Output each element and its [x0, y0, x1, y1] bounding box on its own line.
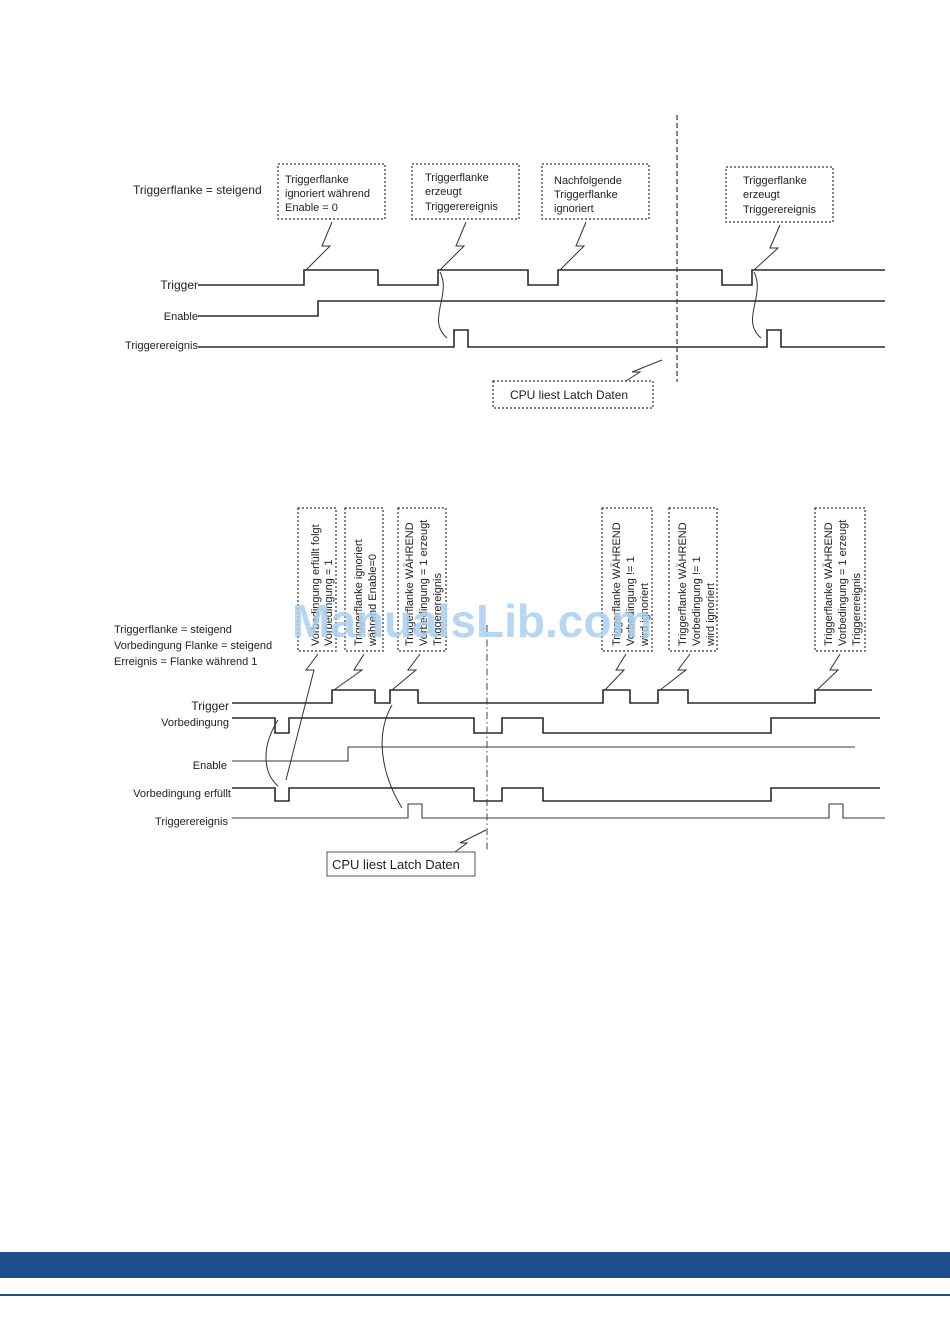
- d2-note-3-line-1: Triggerflanke WÄHREND: [404, 522, 416, 646]
- d2-note-5-line-3: wird ignoriert: [705, 583, 717, 647]
- d2-cause-arrow-2: [381, 704, 403, 809]
- d2-note-3: [397, 507, 447, 652]
- d1-cpu-note: [492, 380, 654, 409]
- d1-enable-wave: [198, 300, 885, 317]
- d2-note-1-line-1: Vorbedingung erfüllt folgt: [310, 524, 322, 646]
- d2-cause-arrow-1: [265, 719, 279, 787]
- d1-note-1: [277, 163, 386, 220]
- d1-note-1-line-2: ignoriert während: [285, 188, 370, 200]
- d1-note-3-line-2: Triggerflanke: [554, 189, 618, 201]
- d2-note-3-line-3: Triggerereignis: [432, 573, 444, 646]
- footer-line: [0, 1294, 950, 1296]
- d1-note-2-line-1: Triggerflanke: [425, 172, 489, 184]
- d1-label-triggerereignis: Triggerereignis: [125, 340, 198, 352]
- d2-note-2-line-1: Triggerflanke ignoriert: [353, 539, 365, 646]
- timing-diagrams: Triggerflanke = steigend Trigger Enable …: [114, 115, 885, 877]
- d1-condition: Triggerflanke = steigend: [133, 183, 262, 197]
- d1-note-3: [541, 163, 650, 220]
- d2-note-6-line-2: Vorbedingung = 1 erzeugt: [837, 520, 849, 646]
- d1-pointer-3: [559, 221, 587, 271]
- d2-note-6: [814, 507, 866, 652]
- d2-cpu-note-text: CPU liest Latch Daten: [332, 857, 460, 872]
- d1-note-2-line-2: erzeugt: [425, 186, 462, 198]
- d1-pointer-4: [753, 224, 781, 271]
- d2-pointer-cpu: [454, 829, 487, 853]
- d1-note-1-line-3: Enable = 0: [285, 202, 338, 214]
- d2-note-3-line-2: Vorbedingung = 1 erzeugt: [418, 520, 430, 646]
- d2-condition-3: Erreignis = Flanke während 1: [114, 656, 257, 668]
- d2-note-5: [668, 507, 718, 652]
- d2-condition-1: Triggerflanke = steigend: [114, 624, 232, 636]
- footer-bar: [0, 1252, 950, 1278]
- d2-vorbedingung-erfuellt-wave: [232, 787, 880, 802]
- d2-label-vorbedingung: Vorbedingung: [161, 717, 229, 729]
- d2-cpu-note: [326, 851, 476, 877]
- d2-note-4-line-1: Triggerflanke WÄHREND: [611, 522, 623, 646]
- d1-cause-arrow-2: [751, 271, 762, 339]
- diagram-2: Triggerflanke = steigend Vorbedingung Fl…: [114, 507, 885, 877]
- d2-note-4-line-2: Vorbedingung != 1: [625, 556, 637, 646]
- d1-cpu-note-text: CPU liest Latch Daten: [510, 388, 628, 402]
- d2-event-wave: [232, 803, 885, 819]
- d2-note-4: [601, 507, 653, 652]
- d1-note-4-line-1: Triggerflanke: [743, 175, 807, 187]
- d1-trigger-wave: [198, 269, 885, 286]
- d1-note-2: [411, 163, 520, 220]
- d2-note-2-line-2: während Enable=0: [367, 554, 379, 647]
- d1-note-2-line-3: Triggerereignis: [425, 201, 498, 213]
- d2-label-triggerereignis: Triggerereignis: [155, 816, 228, 828]
- d1-note-3-line-3: ignoriert: [554, 203, 594, 215]
- d2-pointer-2: [333, 653, 365, 691]
- d1-pointer-2: [439, 221, 467, 271]
- d2-pointer-6: [816, 653, 841, 691]
- d1-pointer-cpu: [625, 359, 663, 382]
- d2-pointer-5: [659, 653, 691, 691]
- d1-label-enable: Enable: [164, 311, 198, 323]
- d2-pointer-4: [604, 653, 627, 691]
- d2-note-6-line-3: Triggerereignis: [851, 573, 863, 646]
- d2-trigger-wave: [232, 689, 872, 704]
- d1-note-4-line-2: erzeugt: [743, 189, 780, 201]
- d1-label-trigger: Trigger: [160, 278, 198, 292]
- d2-note-2: [344, 507, 384, 652]
- d2-enable-wave: [232, 746, 855, 762]
- d2-note-1-line-2: Vorbedingung = 1: [323, 559, 335, 646]
- d2-condition-2: Vorbedingung Flanke = steigend: [114, 640, 272, 652]
- d2-label-vorbedingung-erfuellt: Vorbedingung erfüllt: [133, 788, 231, 800]
- d1-note-3-line-1: Nachfolgende: [554, 175, 622, 187]
- d1-note-4-line-3: Triggerereignis: [743, 204, 816, 216]
- d1-event-wave: [198, 329, 885, 348]
- d2-note-1: [297, 507, 337, 652]
- d2-vorbedingung-wave: [232, 717, 880, 734]
- d1-cause-arrow-1: [437, 271, 448, 339]
- d1-note-1-line-1: Triggerflanke: [285, 174, 349, 186]
- d2-note-5-line-1: Triggerflanke WÄHREND: [677, 522, 689, 646]
- d2-note-4-line-3: wird ignoriert: [639, 583, 651, 647]
- d1-note-4: [725, 166, 834, 223]
- d2-label-trigger: Trigger: [191, 699, 229, 713]
- diagram-1: Triggerflanke = steigend Trigger Enable …: [125, 115, 885, 409]
- d2-note-6-line-1: Triggerflanke WÄHREND: [823, 522, 835, 646]
- d1-pointer-1: [305, 221, 333, 271]
- d2-pointer-3: [391, 653, 421, 691]
- d2-pointer-1: [285, 653, 319, 781]
- watermark: ManualsLib.com: [292, 595, 652, 647]
- d2-note-5-line-2: Vorbedingung != 1: [691, 556, 703, 646]
- d2-label-enable: Enable: [193, 760, 227, 772]
